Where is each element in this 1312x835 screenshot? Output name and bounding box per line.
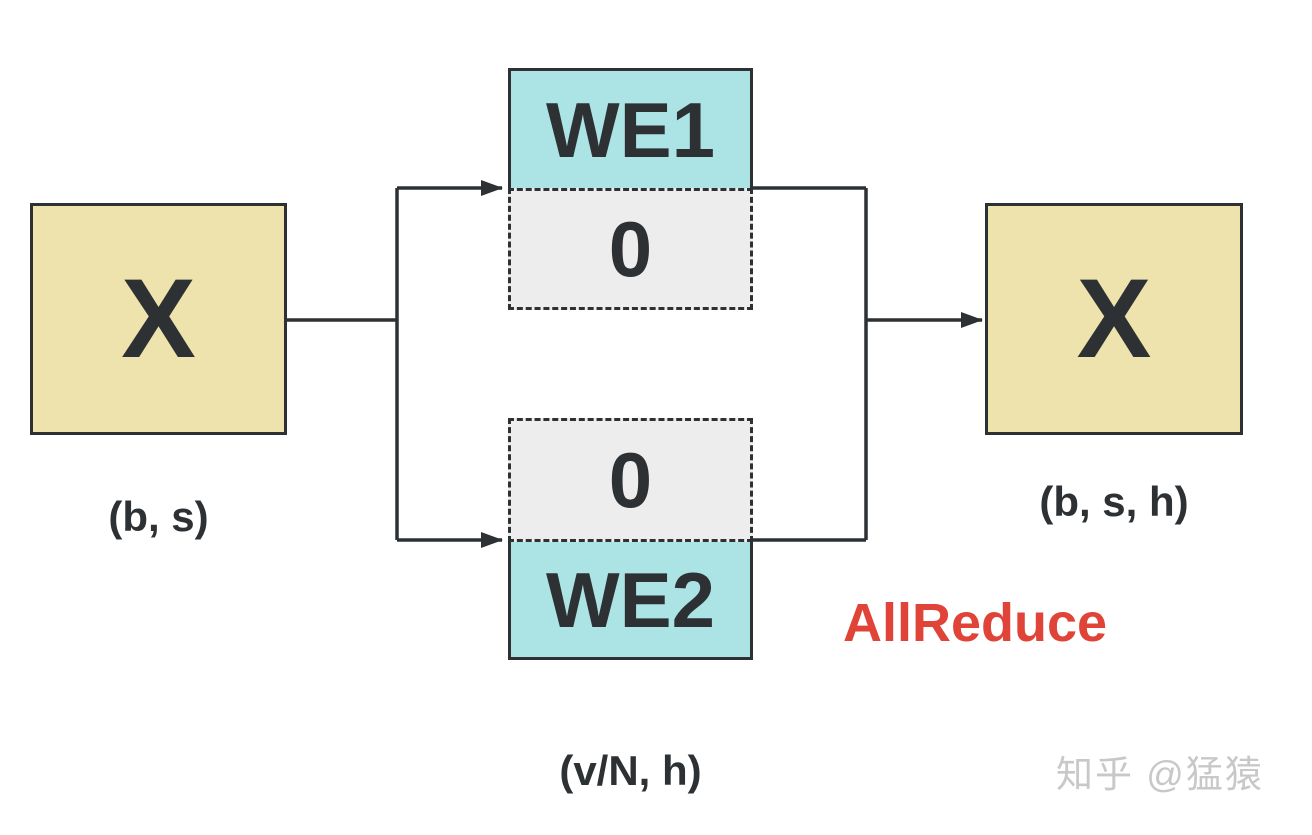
output-shape-label: (b, s, h): [1039, 478, 1189, 525]
zero-pad-top-box: 0: [508, 188, 753, 310]
input-tensor-box: X: [30, 203, 287, 435]
we1-box: WE1: [508, 68, 753, 188]
we2-box: WE2: [508, 542, 753, 660]
input-shape-label: (b, s): [108, 493, 209, 540]
we2-label: WE2: [545, 555, 716, 644]
output-tensor-label: X: [1076, 256, 1152, 381]
zhihu-watermark: 知乎 @猛猿: [1056, 754, 1264, 795]
weight-shape-label: (v/N, h): [559, 747, 702, 794]
input-tensor-label: X: [121, 256, 196, 381]
zero-pad-bottom-box: 0: [508, 418, 753, 542]
output-tensor-box: X: [985, 203, 1243, 435]
allreduce-label: AllReduce: [843, 593, 1108, 653]
zero-pad-top-label: 0: [608, 205, 653, 293]
we1-label: WE1: [545, 85, 716, 174]
zero-pad-bottom-label: 0: [608, 436, 653, 524]
